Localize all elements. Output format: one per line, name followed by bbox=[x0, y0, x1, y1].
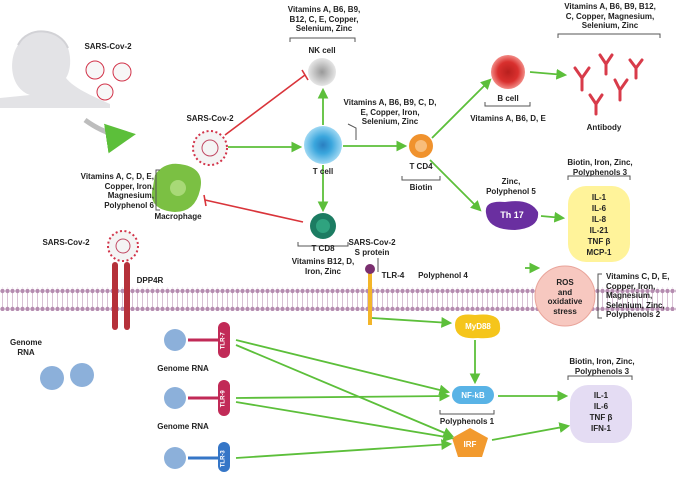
dpp4r-label: DPP4R bbox=[136, 276, 164, 285]
activation-arrows bbox=[228, 68, 571, 459]
t-cd4-label: T CD4 bbox=[409, 162, 433, 171]
tlr4-receptor-icon bbox=[365, 264, 375, 325]
genome-rna-mid2: Genome RNA bbox=[157, 422, 209, 431]
t-cd4-nutrients: Biotin bbox=[409, 183, 433, 192]
tlr7-label: TLR-7 bbox=[220, 332, 227, 350]
nfkb-nutrient: Polyphenols 1 bbox=[439, 417, 495, 426]
macrophage-label: Macrophage bbox=[154, 212, 202, 221]
s-protein-label: SARS-Cov-2 S protein bbox=[348, 238, 396, 257]
antibody-nutrients: Vitamins A, B6, B9, B12, C, Copper, Magn… bbox=[564, 2, 656, 30]
inhibition-lines bbox=[203, 69, 309, 223]
th17-label: Th 17 bbox=[500, 210, 524, 220]
tlr4-label: TLR-4 bbox=[381, 271, 405, 280]
dpp4r-receptor-icon bbox=[112, 262, 130, 330]
b-cell-nutrients: Vitamins A, B6, D, E bbox=[470, 114, 546, 123]
th17-nutrients: Zinc, Polyphenol 5 bbox=[486, 177, 536, 196]
virus-left-label: SARS-Cov-2 bbox=[42, 238, 90, 247]
ros-label: ROS and oxidative stress bbox=[547, 278, 583, 316]
t-cell-icon bbox=[304, 126, 342, 164]
patient-head-icon bbox=[0, 30, 110, 108]
tlr-receptors bbox=[188, 322, 230, 472]
cytokine-panel-bottom bbox=[570, 385, 632, 443]
myd88-label: MyD88 bbox=[465, 322, 491, 331]
tlr9-label: TLR-9 bbox=[220, 390, 227, 408]
t-cell-label: T cell bbox=[312, 167, 334, 176]
b-cell-label: B cell bbox=[497, 94, 519, 103]
virus-particles-icon bbox=[85, 60, 132, 101]
nfkb-shape bbox=[452, 386, 494, 404]
macrophage-icon bbox=[151, 163, 201, 212]
t-cell-nutrients: Vitamins A, B6, B9, C, D, E, Copper, Iro… bbox=[343, 98, 437, 126]
genome-rna-left: Genome RNA bbox=[9, 338, 42, 357]
th17-cell-shape bbox=[485, 201, 539, 230]
ros-cell-icon bbox=[534, 265, 596, 327]
nutrient-brackets bbox=[155, 33, 661, 415]
irf-label: IRF bbox=[463, 440, 477, 449]
b-cell-icon bbox=[491, 55, 525, 89]
nfkb-label: NF-kB bbox=[461, 391, 485, 400]
t-cd8-nutrients: Vitamins B12, D, Iron, Zinc bbox=[291, 257, 355, 276]
tlr3-label: TLR-3 bbox=[220, 450, 227, 468]
macrophage-nutrients: Vitamins A, C, D, E, Copper, Iron, Magne… bbox=[80, 172, 154, 210]
myd88-shape bbox=[455, 314, 501, 339]
infection-arrow bbox=[83, 117, 136, 154]
nk-cell-label: NK cell bbox=[308, 46, 336, 55]
antibody-icons bbox=[573, 53, 644, 116]
cytokine-bottom-header: Biotin, Iron, Zinc, Polyphenols 3 bbox=[569, 357, 635, 376]
irf-pentagon bbox=[452, 428, 488, 457]
t-cd8-label: T CD8 bbox=[311, 244, 335, 253]
cytokine-bottom-list: IL-1 IL-6 TNF β IFN-1 bbox=[589, 391, 613, 433]
tlr4-nutrient: Polyphenol 4 bbox=[418, 271, 468, 280]
antibody-label: Antibody bbox=[586, 123, 622, 132]
cytokine-top-list: IL-1 IL-6 IL-8 IL-21 TNF β MCP-1 bbox=[586, 193, 612, 257]
nk-cell-icon bbox=[308, 58, 336, 86]
cytokine-top-header: Biotin, Iron, Zinc, Polyphenols 3 bbox=[567, 158, 633, 177]
virus-top-label: SARS-Cov-2 bbox=[84, 42, 132, 51]
left-virus-icon bbox=[107, 230, 139, 262]
virus-center-label: SARS-Cov-2 bbox=[186, 114, 234, 123]
t-cd4-nucleus bbox=[415, 140, 427, 152]
ros-nutrients: Vitamins C, D, E, Copper, Iron, Magnesiu… bbox=[606, 272, 670, 319]
t-cd8-nucleus bbox=[316, 219, 330, 233]
genome-rna-icons bbox=[40, 329, 186, 469]
cytokine-panel-top bbox=[568, 186, 630, 262]
sars-cov-2-virus-icon bbox=[192, 130, 228, 166]
nk-nutrients: Vitamins A, B6, B9, B12, C, E, Copper, S… bbox=[287, 5, 361, 33]
genome-rna-mid1: Genome RNA bbox=[157, 364, 209, 373]
